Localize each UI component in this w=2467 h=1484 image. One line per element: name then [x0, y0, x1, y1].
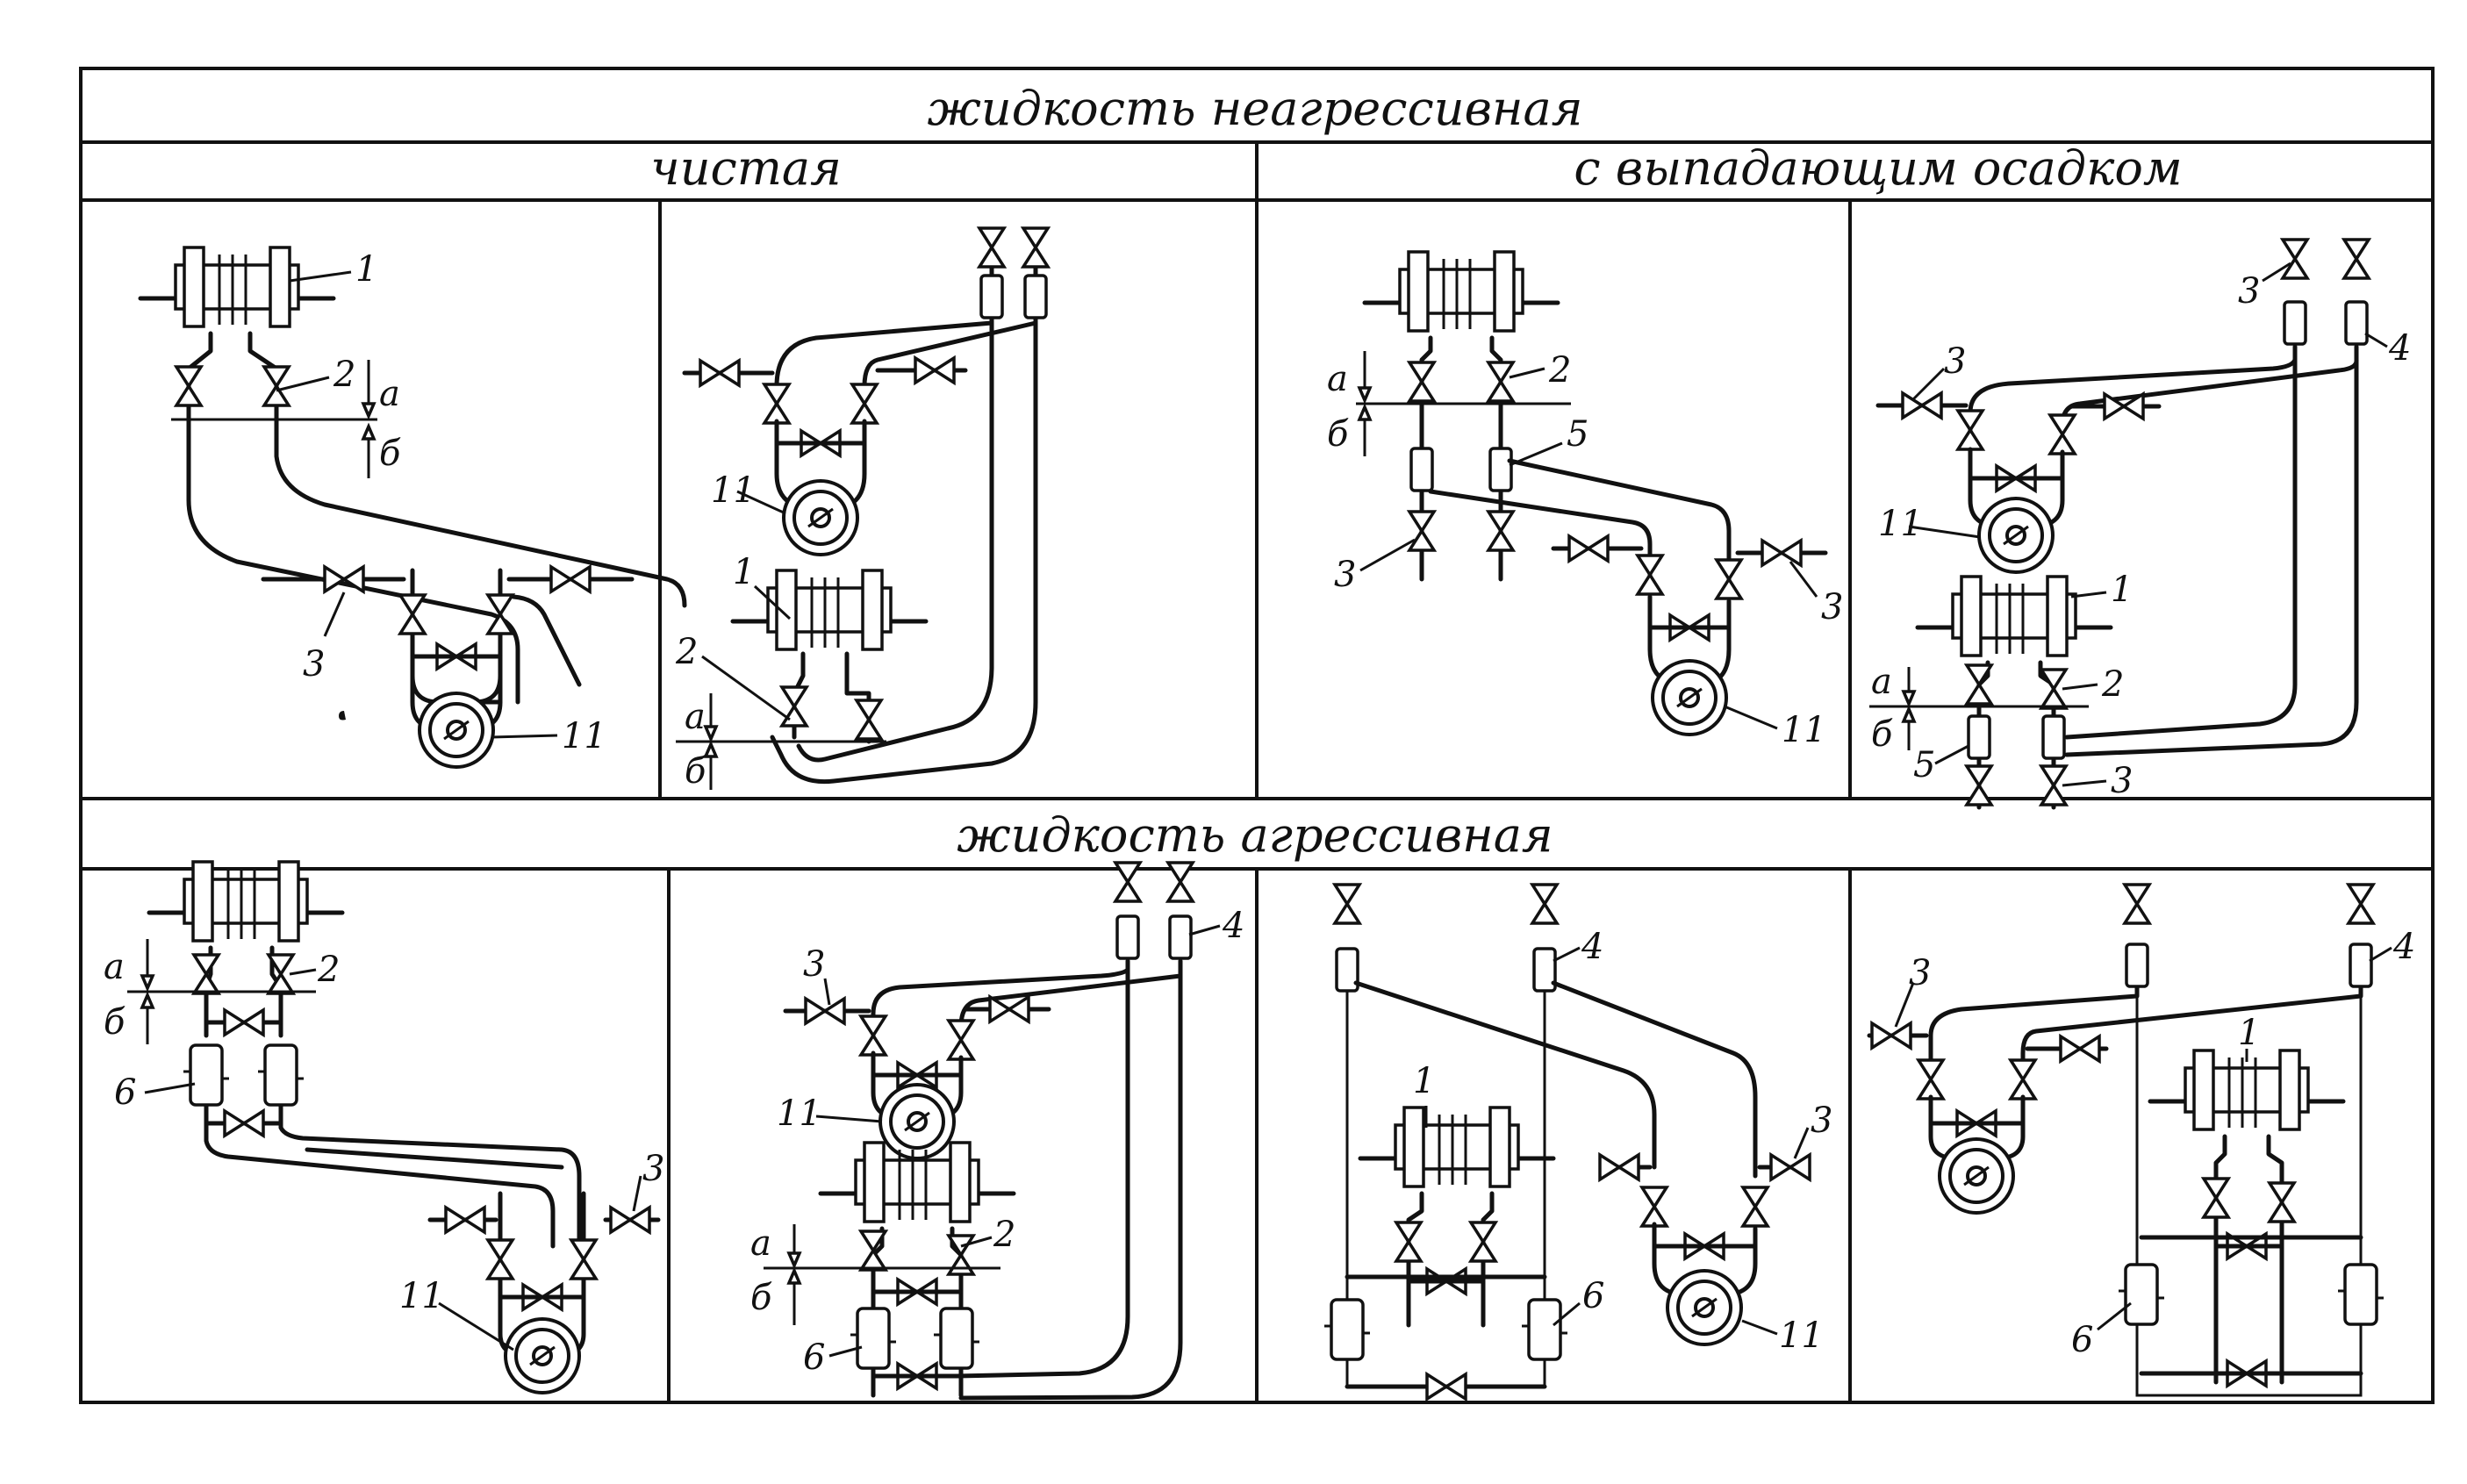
label-a: а — [379, 374, 400, 414]
header-sediment: с выпадающим осадком — [1574, 140, 2182, 196]
label-a: а — [104, 947, 125, 987]
label-6: 6 — [803, 1337, 825, 1378]
header-top: жидкость неагрессивная — [928, 81, 1583, 136]
label-b: б — [750, 1278, 772, 1318]
label-2: 2 — [993, 1215, 1015, 1255]
label-1: 1 — [1413, 1061, 1435, 1101]
label-b: б — [379, 434, 401, 474]
label-3: 3 — [1821, 587, 1843, 627]
scheme-aggressive-above: 11 а б 4 3 2 6 — [750, 861, 1244, 1401]
label-11: 11 — [777, 1093, 821, 1134]
scheme-clean-above: 11 а б 1 2 — [675, 226, 1050, 792]
label-11: 11 — [1782, 710, 1826, 750]
label-11: 11 — [1779, 1316, 1824, 1356]
label-2: 2 — [333, 355, 355, 395]
label-2: 2 — [675, 632, 698, 672]
label-4: 4 — [2388, 328, 2411, 369]
label-3: 3 — [1909, 953, 1931, 993]
label-4: 4 — [1222, 906, 1244, 946]
label-2: 2 — [317, 950, 340, 990]
label-b: б — [104, 1002, 126, 1043]
label-3: 3 — [2238, 271, 2260, 312]
label-11: 11 — [399, 1276, 444, 1316]
label-a: а — [750, 1223, 771, 1264]
label-b: б — [1871, 714, 1893, 755]
label-5: 5 — [1567, 414, 1588, 455]
header-clean: чистая — [650, 140, 842, 196]
label-b: б — [1327, 414, 1349, 455]
label-a: а — [1327, 359, 1348, 399]
label-a: а — [1871, 662, 1892, 702]
label-1: 1 — [2238, 1013, 2260, 1053]
table-frame — [79, 67, 2435, 1404]
label-1: 1 — [355, 249, 377, 290]
header-aggressive: жидкость агрессивная — [957, 807, 1553, 863]
label-a: а — [685, 697, 706, 737]
label-11: 11 — [562, 716, 606, 756]
label-1: 1 — [733, 552, 755, 592]
scheme-sediment-above: 11 а б 1 2 5 3 3 3 4 — [1869, 238, 2411, 810]
label-6: 6 — [114, 1072, 136, 1113]
label-11: 11 — [1878, 504, 1923, 544]
label-3: 3 — [1944, 341, 1966, 382]
label-3: 3 — [303, 644, 325, 685]
label-3: 3 — [642, 1149, 664, 1189]
label-3: 3 — [1334, 555, 1356, 595]
label-b: б — [685, 751, 706, 792]
scheme-clean-below: а б 1 2 3 11 — [140, 247, 687, 769]
label-1: 1 — [2111, 570, 2133, 610]
label-3: 3 — [803, 944, 825, 985]
label-5: 5 — [1913, 745, 1935, 785]
label-4: 4 — [2392, 927, 2415, 967]
scheme-aggressive-below: а б 2 6 3 11 — [104, 862, 664, 1394]
label-11: 11 — [711, 470, 756, 511]
label-3: 3 — [2111, 761, 2133, 801]
scheme-aggressive-gauge-left: 3 4 1 6 — [1867, 883, 2415, 1397]
label-3: 3 — [1811, 1100, 1832, 1141]
label-6: 6 — [1582, 1276, 1604, 1316]
label-2: 2 — [2101, 664, 2124, 705]
stray-mark — [339, 711, 346, 720]
label-4: 4 — [1581, 927, 1603, 967]
label-2: 2 — [1548, 350, 1571, 391]
label-6: 6 — [2071, 1320, 2093, 1360]
scheme-aggressive-separators: 1 4 3 6 11 — [1323, 883, 1832, 1401]
scheme-sediment-below: а б 2 5 3 3 11 — [1327, 252, 1843, 750]
